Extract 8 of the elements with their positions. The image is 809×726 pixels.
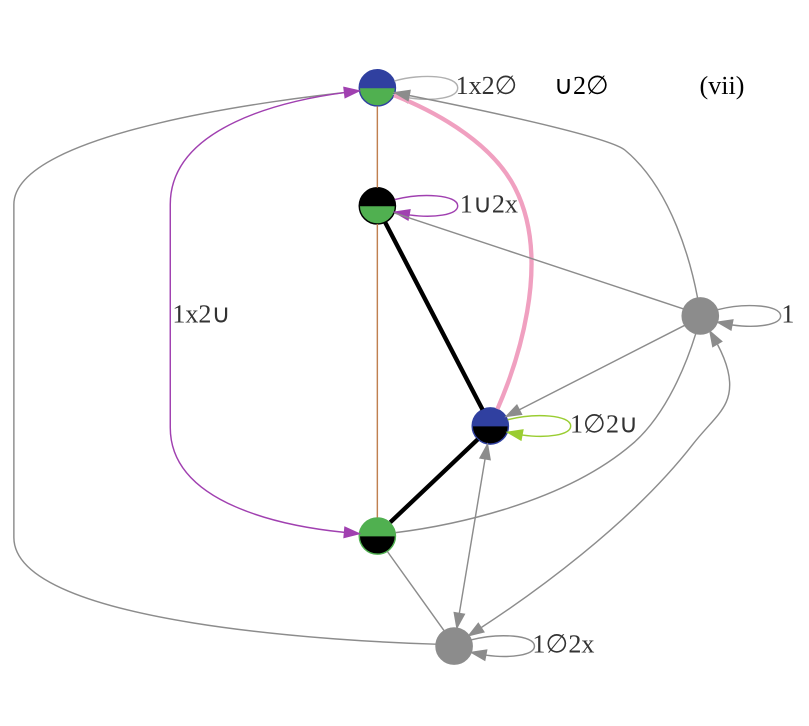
edge-label: 1∪2x (460, 189, 518, 218)
edge-label: 1x2∪ (172, 299, 230, 328)
edge-label: 1 (781, 299, 794, 328)
edge-label: 1x2∅ (456, 71, 518, 100)
label: (vii) (700, 71, 744, 100)
label: ∪2∅ (554, 71, 610, 100)
edge-label: 1∅2x (532, 629, 594, 658)
edge-label: 1∅2∪ (570, 409, 638, 438)
